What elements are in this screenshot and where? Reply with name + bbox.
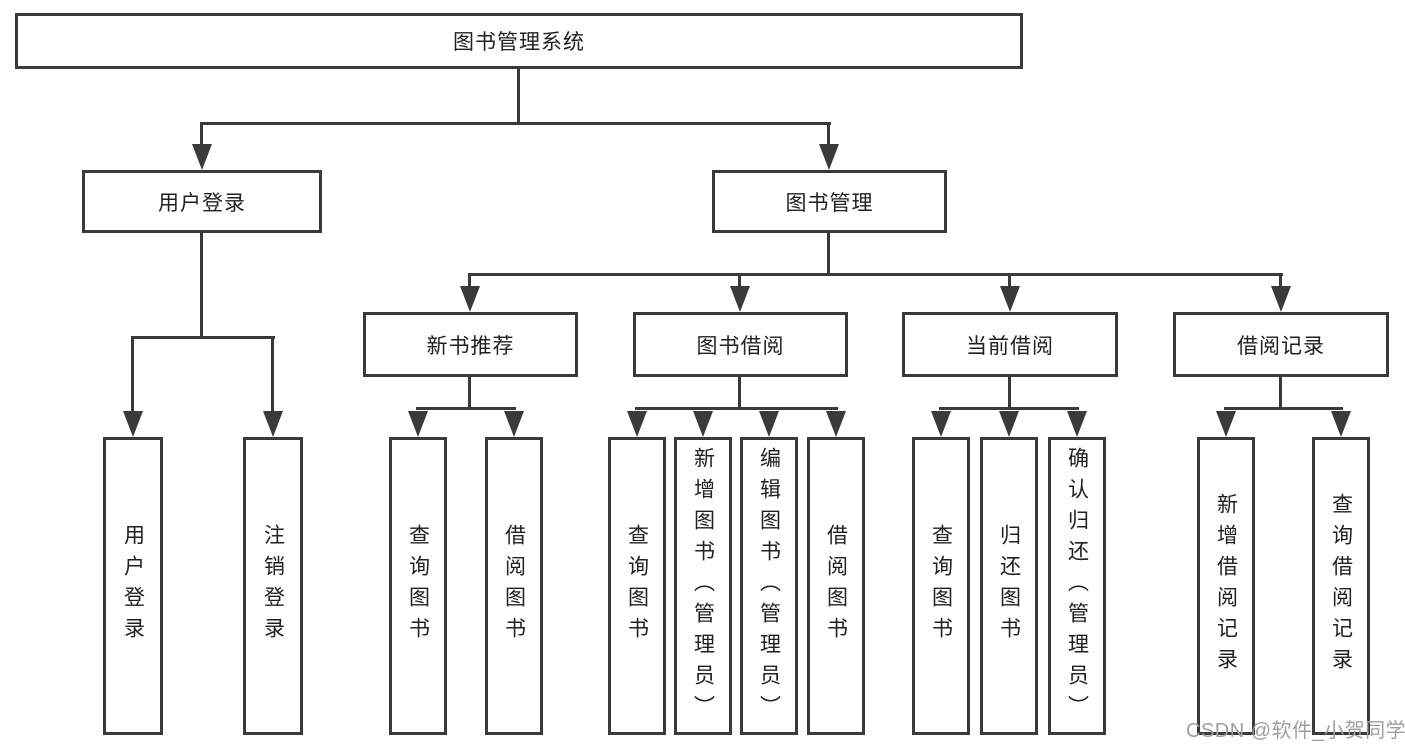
leaf-label: 新增图书（管理员） (691, 446, 715, 726)
leaf-query-borrow-record: 查询借阅记录 (1312, 437, 1370, 735)
node-user-login: 用户登录 (82, 170, 322, 233)
arrow-down-icon (1067, 411, 1087, 437)
connector-line (827, 122, 830, 147)
leaf-label: 借阅图书 (502, 524, 526, 648)
connector-line (939, 407, 1079, 410)
connector-line (738, 377, 741, 410)
connector-line (416, 407, 516, 410)
connector-line (1008, 377, 1011, 410)
node-library-management-system: 图书管理系统 (15, 13, 1023, 69)
arrow-down-icon (693, 411, 713, 437)
arrow-down-icon (1271, 286, 1291, 312)
connector-line (200, 233, 203, 339)
leaf-add-borrow-record: 新增借阅记录 (1197, 437, 1255, 735)
leaf-query-books-current: 查询图书 (912, 437, 970, 735)
arrow-down-icon (826, 411, 846, 437)
leaf-add-books-admin: 新增图书（管理员） (674, 437, 732, 735)
leaf-edit-books-admin: 编辑图书（管理员） (740, 437, 798, 735)
connector-line (271, 336, 274, 414)
node-borrowing-records: 借阅记录 (1173, 312, 1389, 377)
leaf-label: 查询图书 (625, 524, 649, 648)
leaf-label: 新增借阅记录 (1214, 493, 1238, 679)
leaf-label: 用户登录 (121, 524, 145, 648)
arrow-down-icon (931, 411, 951, 437)
leaf-return-books: 归还图书 (980, 437, 1038, 735)
arrow-down-icon (730, 286, 750, 312)
connector-line (1008, 273, 1011, 289)
leaf-label: 归还图书 (997, 524, 1021, 648)
leaf-query-books-borrow: 查询图书 (608, 437, 666, 735)
leaf-label: 查询借阅记录 (1329, 493, 1353, 679)
arrow-down-icon (759, 411, 779, 437)
watermark: CSDN @软件_小贺同学 (1186, 720, 1405, 742)
arrow-down-icon (408, 411, 428, 437)
connector-line (200, 122, 203, 147)
connector-line (200, 122, 831, 125)
connector-line (517, 69, 520, 122)
connector-line (827, 233, 830, 276)
leaf-label: 查询图书 (929, 524, 953, 648)
arrow-down-icon (460, 286, 480, 312)
arrow-down-icon (819, 144, 839, 170)
node-current-borrowing: 当前借阅 (902, 312, 1118, 377)
arrow-down-icon (192, 144, 212, 170)
leaf-label: 借阅图书 (824, 524, 848, 648)
leaf-borrow-books: 借阅图书 (807, 437, 865, 735)
leaf-logout: 注销登录 (243, 437, 303, 735)
leaf-borrow-books-recommend: 借阅图书 (485, 437, 543, 735)
arrow-down-icon (123, 411, 143, 437)
leaf-query-books-recommend: 查询图书 (389, 437, 447, 735)
connector-line (738, 273, 741, 289)
leaf-label: 注销登录 (261, 524, 285, 648)
leaf-label: 查询图书 (406, 524, 430, 648)
node-book-management: 图书管理 (712, 170, 947, 233)
arrow-down-icon (1216, 411, 1236, 437)
leaf-label: 编辑图书（管理员） (757, 446, 781, 726)
connector-line (1224, 407, 1343, 410)
arrow-down-icon (627, 411, 647, 437)
leaf-confirm-return-admin: 确认归还（管理员） (1048, 437, 1106, 735)
connector-line (468, 273, 1283, 276)
connector-line (1279, 377, 1282, 410)
arrow-down-icon (263, 411, 283, 437)
connector-line (468, 273, 471, 289)
connector-line (131, 336, 275, 339)
arrow-down-icon (999, 411, 1019, 437)
connector-line (131, 336, 134, 414)
leaf-label: 确认归还（管理员） (1065, 446, 1089, 726)
arrow-down-icon (1000, 286, 1020, 312)
node-new-book-recommendation: 新书推荐 (363, 312, 578, 377)
arrow-down-icon (1331, 411, 1351, 437)
leaf-user-login: 用户登录 (103, 437, 163, 735)
connector-line (468, 377, 471, 410)
node-book-borrowing: 图书借阅 (633, 312, 848, 377)
connector-line (635, 407, 838, 410)
arrow-down-icon (504, 411, 524, 437)
connector-line (1279, 273, 1282, 289)
